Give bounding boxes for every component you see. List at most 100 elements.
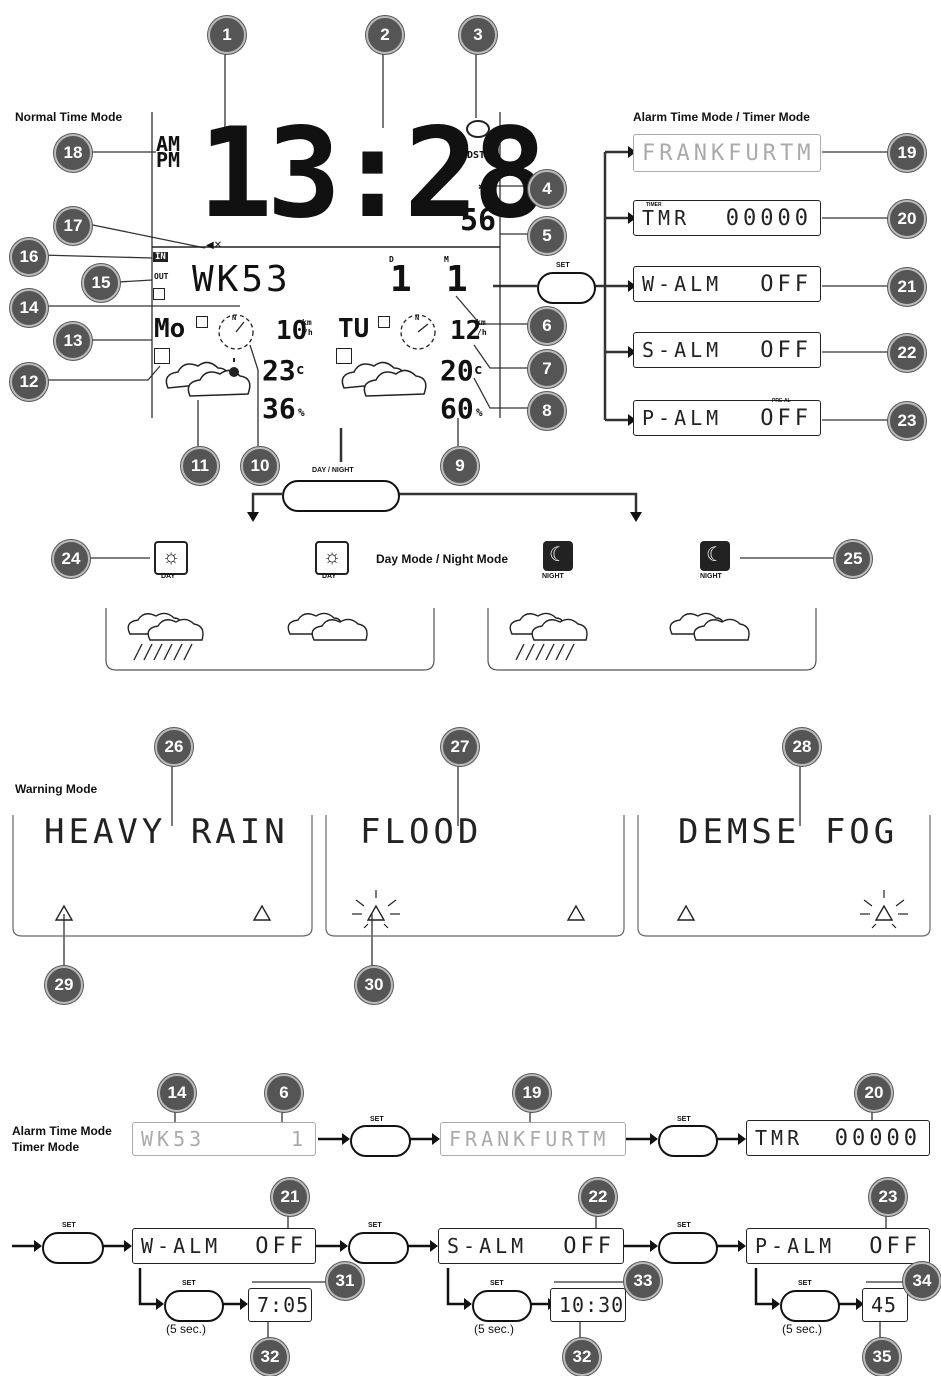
- week-number-small: WK53: [141, 1127, 206, 1151]
- callout-11: 11: [181, 447, 219, 485]
- wind-unit-top-left: km: [302, 318, 312, 327]
- sensor-small-icon: [154, 348, 170, 364]
- callout-14: 14: [10, 289, 48, 327]
- callout-22: 22: [888, 334, 926, 372]
- day-value: 1: [390, 259, 412, 300]
- callout-24: 24: [52, 540, 90, 578]
- month-value: 1: [446, 259, 468, 300]
- callout-9: 9: [441, 447, 479, 485]
- right-humidity: 60: [440, 392, 474, 425]
- callout-12: 12: [10, 363, 48, 401]
- w-alarm-box: W-ALM OFF: [633, 266, 821, 302]
- set-button[interactable]: [537, 272, 596, 304]
- percent-left: %: [298, 406, 305, 419]
- dst-icon: [466, 120, 490, 138]
- compass-n-left: N: [232, 314, 237, 322]
- set-button-flow-3[interactable]: [42, 1232, 104, 1264]
- alarm-timer-mode-label: Alarm Time Mode / Timer Mode: [633, 110, 810, 124]
- wind-unit-top-right: km: [476, 318, 486, 327]
- callout-16: 16: [10, 238, 48, 276]
- forecast-icon-right: [378, 316, 390, 328]
- timer-box-small: TMR 00000: [746, 1120, 930, 1156]
- callout-32: 32: [251, 1338, 289, 1376]
- sensor-icon: [153, 288, 165, 300]
- day-night-button[interactable]: [282, 480, 400, 512]
- callout-27: 27: [441, 728, 479, 766]
- timer-tag: TIMER: [646, 202, 662, 208]
- callout-26: 26: [155, 728, 193, 766]
- set-label-flow-1: SET: [370, 1116, 384, 1123]
- right-temperature: 20: [440, 354, 474, 387]
- month-label: M: [444, 255, 449, 264]
- set-button-hold-1[interactable]: [164, 1290, 224, 1322]
- callout-25: 25: [834, 540, 872, 578]
- callout-10: 10: [241, 447, 279, 485]
- city-box: FRANKFURTM: [633, 134, 821, 172]
- callout-28: 28: [783, 728, 821, 766]
- callout-15: 15: [82, 264, 120, 302]
- p-alarm-box-small: P-ALM OFF: [746, 1228, 930, 1264]
- day-night-mode-label: Day Mode / Night Mode: [376, 552, 508, 566]
- set-button-flow-1[interactable]: [350, 1125, 411, 1157]
- set-button-flow-4[interactable]: [348, 1232, 409, 1264]
- night-label: NIGHT: [542, 573, 564, 580]
- left-wind-speed: 10: [276, 316, 308, 346]
- s-alarm-status-small: OFF: [563, 1233, 615, 1259]
- w-alarm-label-small: W-ALM: [141, 1234, 222, 1258]
- callout-1: 1: [208, 16, 246, 54]
- set-label-flow-4: SET: [368, 1222, 382, 1229]
- callout-6: 6: [528, 307, 566, 345]
- set-label-flow-3: SET: [62, 1222, 76, 1229]
- moon-icon: ☾: [543, 541, 573, 571]
- set-label-flow-2: SET: [677, 1116, 691, 1123]
- day-value-small: 1: [290, 1127, 307, 1151]
- outdoor-indicator: OUT: [154, 272, 169, 281]
- s-alarm-time-box: 10:30: [550, 1288, 626, 1322]
- warning-flood: FLOOD: [360, 812, 483, 852]
- mute-icon: ◀✕: [206, 240, 223, 251]
- snow-icon: ✱✱: [478, 182, 494, 192]
- callout-4: 4: [528, 170, 566, 208]
- day-label-2: DAY: [322, 573, 337, 580]
- hold-duration-1: (5 sec.): [166, 1322, 207, 1336]
- w-alarm-box-small: W-ALM OFF: [132, 1228, 316, 1264]
- compass-n-right: N: [415, 314, 420, 322]
- left-temperature: 23: [262, 354, 296, 387]
- warning-mode-label: Warning Mode: [15, 782, 98, 796]
- callout-35: 35: [863, 1338, 901, 1376]
- callout-31: 31: [326, 1262, 364, 1300]
- callout-2: 2: [366, 16, 404, 54]
- p-alarm-label-small: P-ALM: [755, 1234, 836, 1258]
- temp-unit-left: c: [296, 362, 305, 378]
- callout-30: 30: [355, 966, 393, 1004]
- day-label: DAY: [161, 573, 176, 580]
- callout-3: 3: [459, 16, 497, 54]
- p-alarm-status-small: OFF: [869, 1233, 921, 1259]
- callout-19: 19: [888, 134, 926, 172]
- timer-box: TMR 00000: [633, 200, 821, 236]
- w-alarm-status-small: OFF: [255, 1233, 307, 1259]
- sun-icon-2: ☼: [315, 541, 349, 575]
- timer-value-small: 00000: [834, 1125, 921, 1151]
- w-alarm-time-box: 7:05: [248, 1288, 312, 1322]
- callout-34: 34: [903, 1262, 941, 1300]
- set-button-flow-2[interactable]: [658, 1125, 718, 1157]
- right-wind-speed: 12: [450, 316, 482, 346]
- set-button-flow-5[interactable]: [658, 1232, 718, 1264]
- set-label-hold-2: SET: [490, 1280, 504, 1287]
- pre-alarm-box: 45: [862, 1288, 908, 1322]
- pm-indicator: PM: [156, 148, 181, 172]
- wind-unit-bottom-left: /h: [303, 328, 313, 337]
- callout-18: 18: [54, 134, 92, 172]
- sensor-small-icon-right: [336, 348, 352, 364]
- timer-label: TMR: [642, 206, 691, 230]
- set-button-hold-2[interactable]: [472, 1290, 532, 1322]
- callout-17: 17: [54, 207, 92, 245]
- set-button-hold-3[interactable]: [780, 1290, 840, 1322]
- day-night-button-label: DAY / NIGHT: [312, 467, 354, 474]
- day-label: D: [389, 255, 394, 264]
- callout-32-second: 32: [563, 1338, 601, 1376]
- callout-21: 21: [888, 268, 926, 306]
- w-alarm-label: W-ALM: [642, 272, 723, 296]
- callout-33: 33: [624, 1262, 662, 1300]
